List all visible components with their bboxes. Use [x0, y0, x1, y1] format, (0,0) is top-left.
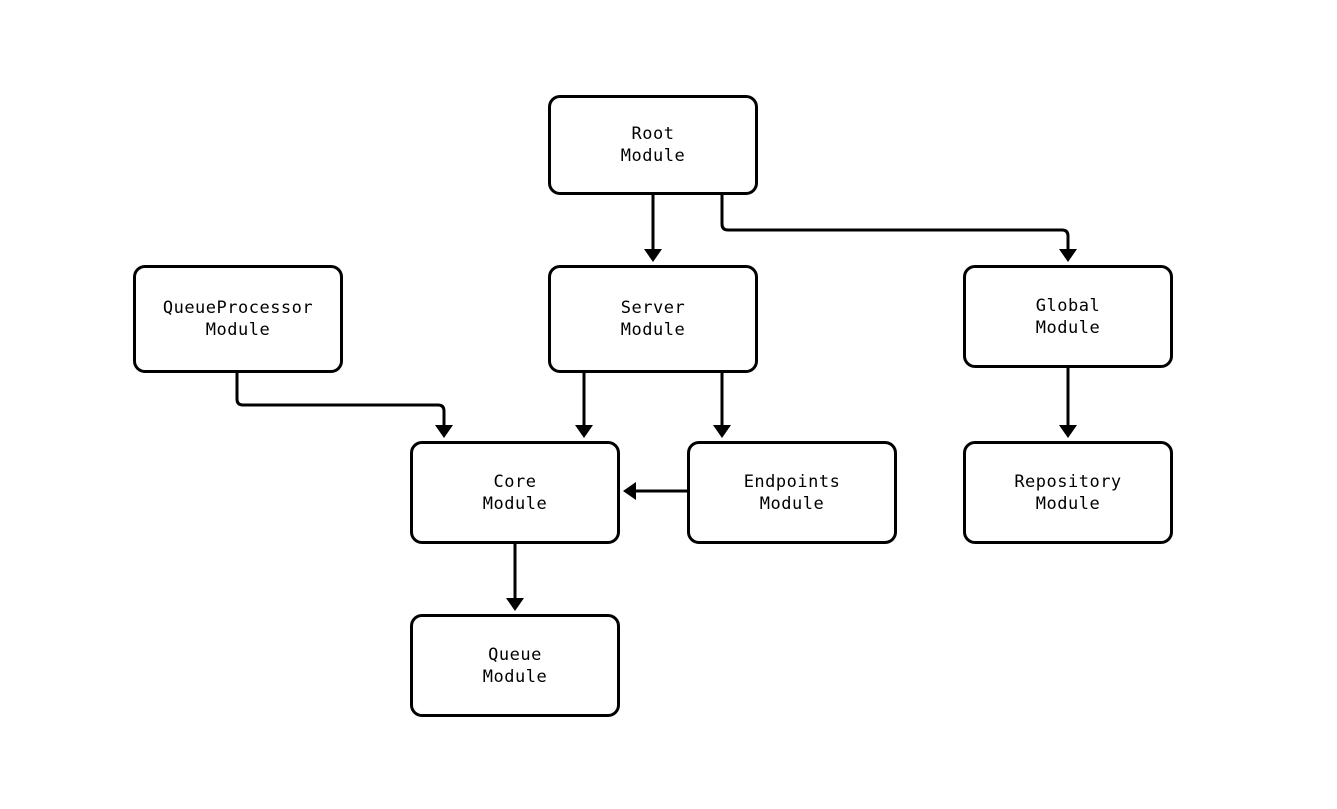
edge-server-endpoints	[713, 373, 731, 438]
node-core[interactable]: Core Module	[410, 441, 620, 544]
node-root[interactable]: Root Module	[548, 95, 758, 195]
node-endpoints[interactable]: Endpoints Module	[687, 441, 897, 544]
node-label-global: Global Module	[1035, 295, 1101, 338]
node-label-queueprocessor: QueueProcessor Module	[162, 298, 314, 340]
node-label-core: Core Module	[482, 471, 548, 514]
arrowhead-queueprocessor-core	[435, 425, 453, 438]
node-queue[interactable]: Queue Module	[410, 614, 620, 717]
node-global[interactable]: Global Module	[963, 265, 1173, 368]
arrowhead-endpoints-core	[623, 482, 636, 500]
node-label-endpoints: Endpoints Module	[743, 471, 841, 514]
node-server[interactable]: Server Module	[548, 265, 758, 373]
edge-server-core	[575, 373, 593, 438]
arrowhead-global-repository	[1059, 425, 1077, 438]
edge-root-server	[644, 195, 662, 262]
edge-queueprocessor-core	[235, 373, 453, 438]
node-repository[interactable]: Repository Module	[963, 441, 1173, 544]
node-label-server: Server Module	[620, 298, 686, 340]
arrowhead-core-queue	[506, 598, 524, 611]
edge-endpoints-core	[623, 482, 687, 500]
arrowhead-root-server	[644, 249, 662, 262]
node-label-repository: Repository Module	[1014, 471, 1122, 514]
edge-line-root-global	[720, 195, 1070, 250]
arrowhead-root-global	[1059, 249, 1077, 262]
node-label-root: Root Module	[620, 124, 686, 166]
arrowhead-server-core	[575, 425, 593, 438]
node-queueprocessor[interactable]: QueueProcessor Module	[133, 265, 343, 373]
edge-line-queueprocessor-core	[235, 373, 446, 426]
arrowhead-server-endpoints	[713, 425, 731, 438]
edge-global-repository	[1059, 368, 1077, 438]
edge-root-global	[720, 195, 1077, 262]
node-label-queue: Queue Module	[482, 644, 548, 687]
edge-core-queue	[506, 544, 524, 611]
